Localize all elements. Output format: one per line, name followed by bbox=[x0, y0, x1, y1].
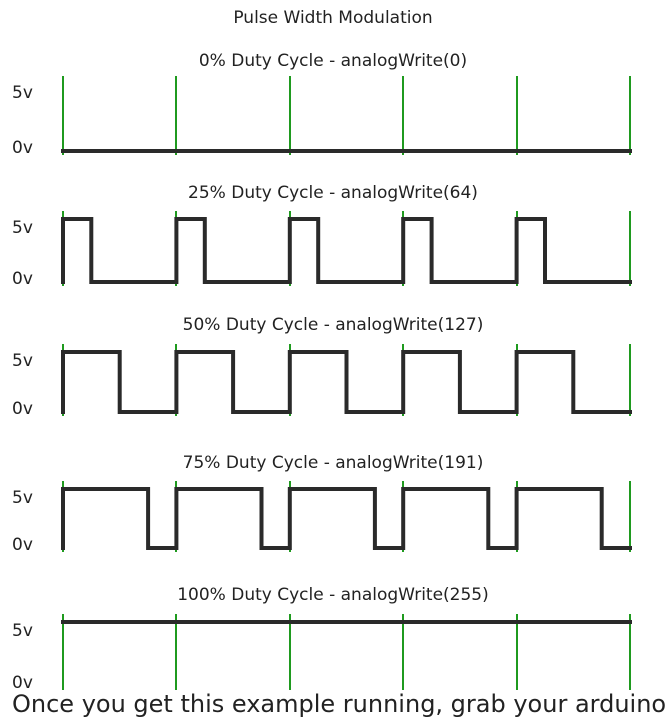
panel-title: 50% Duty Cycle - analogWrite(127) bbox=[183, 315, 484, 335]
pwm-panel-3: 75% Duty Cycle - analogWrite(191) 5v 0v bbox=[12, 453, 632, 555]
y-label-low: 0v bbox=[12, 535, 33, 555]
y-label-high: 5v bbox=[12, 218, 33, 238]
y-label-low: 0v bbox=[12, 269, 33, 289]
panel-title: 100% Duty Cycle - analogWrite(255) bbox=[177, 585, 489, 605]
y-label-high: 5v bbox=[12, 621, 33, 641]
pwm-panel-4: 100% Duty Cycle - analogWrite(255) 5v 0v bbox=[12, 585, 632, 693]
y-label-high: 5v bbox=[12, 488, 33, 508]
pwm-panel-2: 50% Duty Cycle - analogWrite(127) 5v 0v bbox=[12, 315, 632, 419]
y-label-high: 5v bbox=[12, 351, 33, 371]
pwm-panel-0: 0% Duty Cycle - analogWrite(0) 5v 0v bbox=[12, 51, 632, 158]
y-label-low: 0v bbox=[12, 138, 33, 158]
y-label-low: 0v bbox=[12, 399, 33, 419]
diagram-title: Pulse Width Modulation bbox=[233, 8, 432, 28]
pwm-waveform bbox=[61, 217, 632, 284]
caption-text: Once you get this example running, grab … bbox=[12, 690, 666, 718]
panel-title: 75% Duty Cycle - analogWrite(191) bbox=[183, 453, 484, 473]
y-label-high: 5v bbox=[12, 83, 33, 103]
panel-title: 0% Duty Cycle - analogWrite(0) bbox=[199, 51, 467, 71]
panel-title: 25% Duty Cycle - analogWrite(64) bbox=[188, 183, 478, 203]
y-label-low: 0v bbox=[12, 673, 33, 693]
pwm-panel-1: 25% Duty Cycle - analogWrite(64) 5v 0v bbox=[12, 183, 632, 289]
pwm-waveform bbox=[61, 350, 632, 414]
pwm-waveform bbox=[61, 487, 632, 550]
